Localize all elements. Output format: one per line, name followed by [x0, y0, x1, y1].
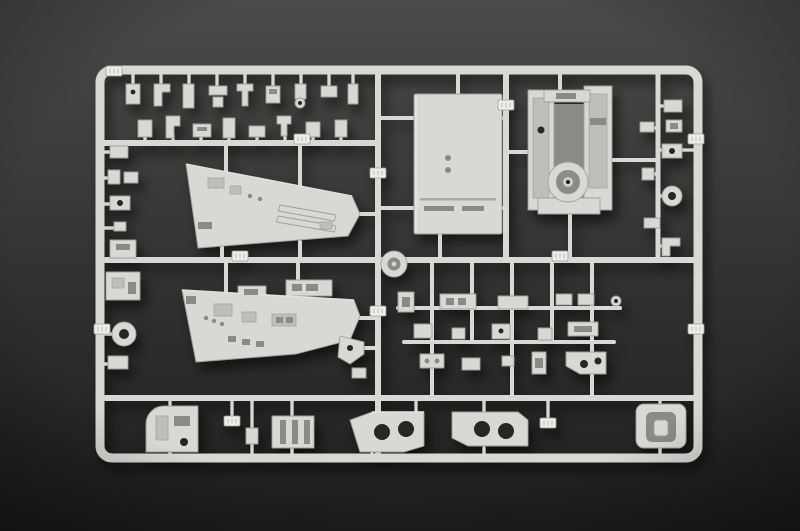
sprue-photo: Photograph of a light grey injection-mou…: [0, 0, 800, 531]
photo-model-sprue: Model kit sprue with many unpainted ligh…: [0, 0, 800, 531]
vignette-overlay: [0, 0, 800, 531]
